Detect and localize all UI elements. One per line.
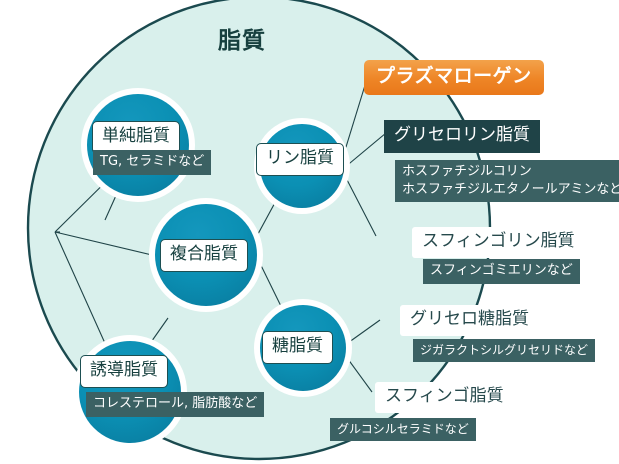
- branch-caption-glyceroglycolipid: ジガラクトシルグリセリドなど: [413, 339, 596, 363]
- caption-line-1: ホスファチジルコリン: [402, 164, 532, 179]
- bubble-label-phospholipid[interactable]: リン脂質: [256, 143, 344, 176]
- bubble-label-simple-lipid[interactable]: 単純脂質: [92, 121, 180, 154]
- bubble-caption-simple-lipid: TG, セラミドなど: [93, 150, 212, 175]
- branch-heading-sphingoglycolipid[interactable]: スフィンゴ脂質: [375, 382, 514, 413]
- branch-caption-glycerophospholipid: ホスファチジルコリン ホスファチジルエタノールアミンなど: [395, 160, 619, 203]
- bubble-label-glycolipid[interactable]: 糖脂質: [262, 331, 333, 364]
- bubble-label-complex-lipid[interactable]: 複合脂質: [160, 239, 248, 272]
- branch-heading-glyceroglycolipid[interactable]: グリセロ糖脂質: [400, 305, 539, 336]
- page-title: 脂質: [218, 28, 266, 54]
- bubble-label-derived-lipid[interactable]: 誘導脂質: [80, 355, 168, 388]
- bubble-caption-derived-lipid: コレステロール, 脂肪酸など: [86, 392, 265, 417]
- caption-line-2: ホスファチジルエタノールアミンなど: [402, 181, 619, 197]
- branch-heading-sphingophospholipid[interactable]: スフィンゴリン脂質: [412, 227, 585, 258]
- branch-caption-sphingophospholipid: スフィンゴミエリンなど: [423, 259, 580, 284]
- branch-caption-sphingoglycolipid: グルコシルセラミドなど: [330, 418, 476, 442]
- branch-heading-glycerophospholipid[interactable]: グリセロリン脂質: [384, 120, 540, 153]
- branch-heading-plasmalogen[interactable]: プラズマローゲン: [364, 60, 544, 95]
